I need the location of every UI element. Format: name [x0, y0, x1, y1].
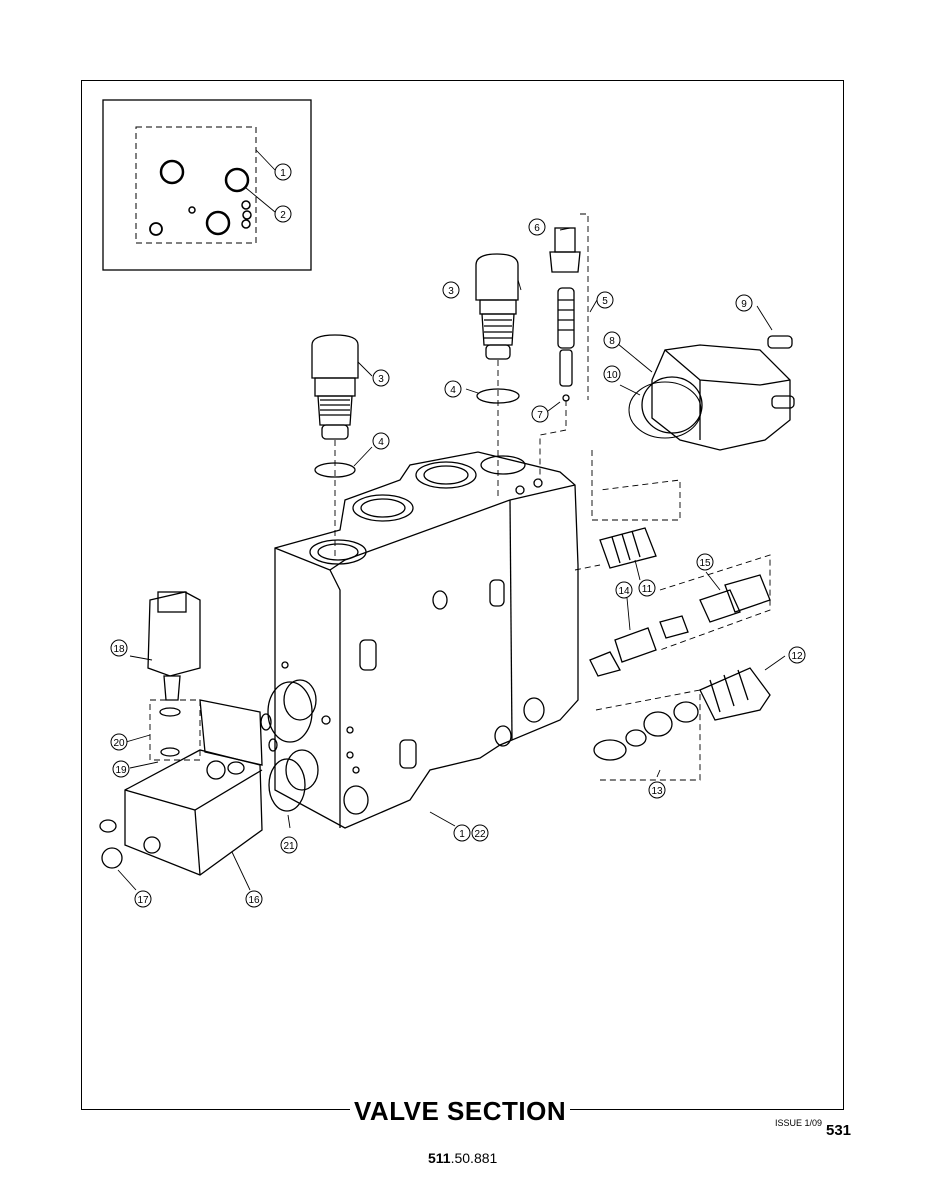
callout-12: 12 [788, 646, 806, 664]
relief-valve-center [475, 253, 520, 404]
callouts: 1 2 3 3 4 4 5 6 7 8 9 10 11 12 13 14 15 … [110, 163, 806, 908]
valve-body [274, 451, 579, 829]
callout-2: 2 [274, 205, 292, 223]
callout-label: 10 [606, 370, 618, 381]
callout-6: 6 [528, 218, 546, 236]
part-number: 511.50.881 [428, 1150, 497, 1166]
callout-label: 4 [450, 385, 456, 396]
alignment-lines [149, 213, 771, 781]
callout-17: 17 [134, 890, 152, 908]
inset-oring-large [159, 159, 185, 185]
callout-1-inset: 1 [274, 163, 292, 181]
callout-label: 16 [248, 895, 260, 906]
callout-16: 16 [245, 890, 263, 908]
callout-8: 8 [603, 331, 621, 349]
callout-label: 21 [283, 841, 295, 852]
callout-18: 18 [110, 639, 128, 657]
callout-1-body: 1 [453, 824, 471, 842]
callout-label: 2 [280, 210, 286, 221]
callout-label: 9 [741, 299, 747, 310]
inset-oring-large [224, 167, 250, 193]
callout-4-left: 4 [372, 432, 390, 450]
part-number-prefix: 511 [428, 1150, 451, 1166]
end-cap-housing [628, 335, 795, 451]
callout-label: 14 [618, 586, 630, 597]
callout-22: 22 [471, 824, 489, 842]
inset-oring-small [149, 222, 163, 236]
callout-label: 8 [609, 336, 615, 347]
callout-label: 4 [378, 437, 384, 448]
page-title: VALVE SECTION [350, 1096, 571, 1127]
callout-13: 13 [648, 781, 666, 799]
inset-oring-small [242, 210, 252, 220]
callout-label: 20 [113, 738, 125, 749]
callout-20: 20 [110, 733, 128, 751]
callout-9: 9 [735, 294, 753, 312]
callout-label: 22 [474, 829, 486, 840]
inset-oring-small [241, 200, 251, 210]
callout-3-center: 3 [442, 281, 460, 299]
callout-label: 11 [642, 584, 653, 595]
callout-10: 10 [603, 365, 621, 383]
callout-label: 3 [378, 374, 384, 385]
callout-15: 15 [696, 553, 714, 571]
callout-5: 5 [596, 291, 614, 309]
page-number: 531 [826, 1122, 852, 1139]
part-number-suffix: .50.881 [450, 1150, 498, 1166]
callout-4-center: 4 [444, 380, 462, 398]
callout-label: 3 [448, 286, 454, 297]
inset-seal-plate [135, 126, 257, 244]
callout-label: 15 [699, 558, 711, 569]
solenoid-valve [147, 591, 201, 757]
relief-valve-left [311, 334, 359, 478]
callout-11: 11 [638, 579, 656, 597]
leader-lines [117, 149, 786, 891]
cartridge-valve-upper [549, 227, 581, 402]
body-gaskets [260, 681, 313, 812]
callout-label: 7 [537, 410, 543, 421]
inset-oring-small [241, 219, 251, 229]
callout-3-left: 3 [372, 369, 390, 387]
spool-assembly [589, 527, 771, 761]
callout-7: 7 [531, 405, 549, 423]
adaptor-block [99, 699, 263, 876]
inset-oring-small [188, 206, 196, 214]
inset-box [102, 99, 312, 271]
callout-14: 14 [615, 581, 633, 599]
callout-label: 1 [459, 829, 465, 840]
callout-label: 6 [534, 223, 540, 234]
callout-label: 13 [651, 786, 663, 797]
callout-label: 18 [113, 644, 125, 655]
callout-label: 1 [280, 168, 286, 179]
callout-label: 5 [602, 296, 608, 307]
inset-oring-large [205, 210, 231, 236]
callout-label: 19 [115, 765, 127, 776]
callout-label: 12 [791, 651, 803, 662]
callout-label: 17 [137, 895, 149, 906]
issue-label: ISSUE 1/09 [775, 1118, 823, 1128]
callout-19: 19 [112, 760, 130, 778]
callout-21: 21 [280, 836, 298, 854]
